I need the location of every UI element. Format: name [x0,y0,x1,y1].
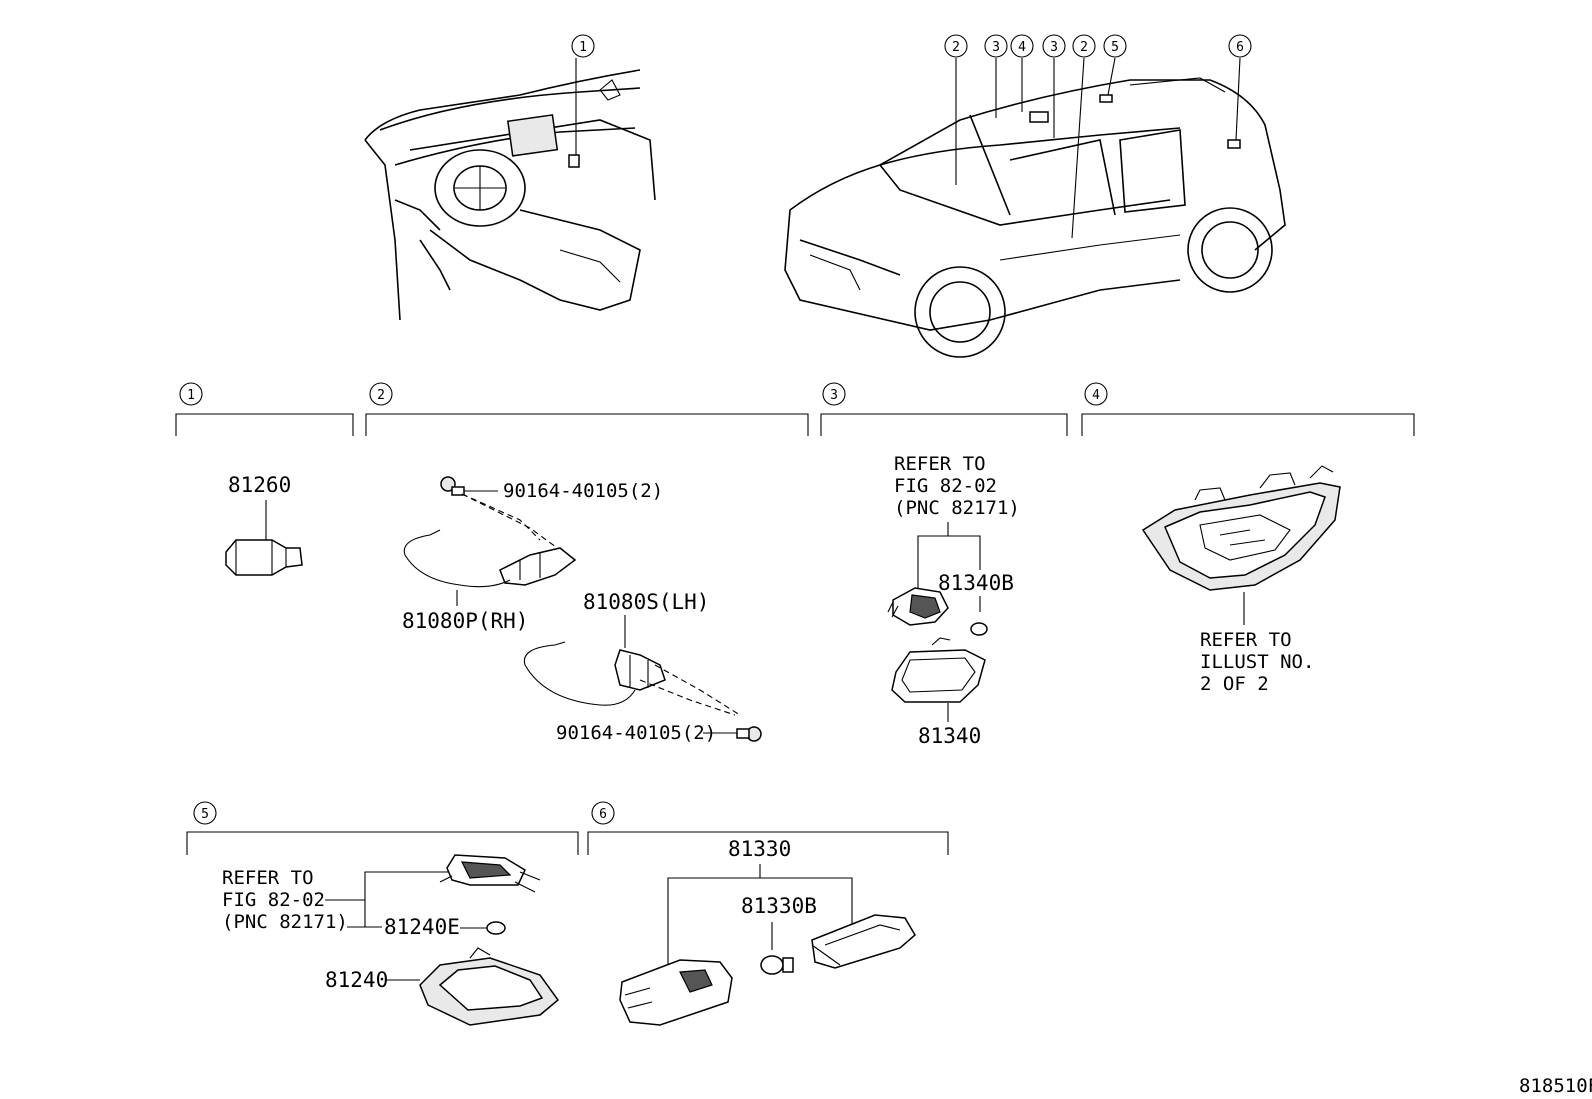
section-3-note-line-1: REFER TO [894,453,986,475]
section-5-note-line-3: (PNC 82171) [222,911,348,933]
section-5-number: 5 [201,807,209,822]
section-4-note-line-2: ILLUST NO. [1200,651,1314,673]
section-4-note-line-3: 2 OF 2 [1200,673,1269,695]
part-label-81330: 81330 [728,837,791,861]
part-label-81330B: 81330B [741,894,817,918]
section-4-parts: REFER TO ILLUST NO. 2 OF 2 [1141,465,1341,695]
part-label-81080P: 81080P(RH) [402,609,528,633]
part-4-location [1029,111,1049,123]
section-4-note-line-1: REFER TO [1200,629,1292,651]
part-label-81240E: 81240E [384,915,460,939]
dashboard-interior-illustration [364,58,656,321]
top-callouts: 1 2 3 4 3 2 5 6 [571,34,1252,58]
callout-1: 1 [579,40,587,55]
section-3-note-line-3: (PNC 82171) [894,497,1020,519]
vehicle-exterior-illustration [784,57,1286,358]
part-label-81340B: 81340B [938,571,1014,595]
part-label-90164-top: 90164-40105(2) [503,480,663,502]
section-brackets: 1 2 3 4 5 6 [175,382,1415,855]
section-5-note-line-1: REFER TO [222,867,314,889]
section-5-note-line-2: FIG 82-02 [222,889,325,911]
part-5-location [1099,94,1113,103]
callout-3b: 3 [1050,40,1058,55]
section-2-number: 2 [377,388,385,403]
section-2-parts: 90164-40105(2) 81080P(RH) 81080S(LH) 901… [402,476,762,744]
section-5-parts: REFER TO FIG 82-02 (PNC 82171) 81240E 81… [222,854,560,1026]
part-label-81080S: 81080S(LH) [583,590,709,614]
section-1-number: 1 [187,388,195,403]
part-6-location [1227,139,1241,149]
section-4-number: 4 [1092,388,1100,403]
part-label-81240: 81240 [325,968,388,992]
part-label-81260: 81260 [228,473,291,497]
section-1-parts: 81260 [225,473,303,576]
part-label-81340: 81340 [918,724,981,748]
callout-2a: 2 [952,40,960,55]
section-6-number: 6 [599,807,607,822]
callout-2b: 2 [1080,40,1088,55]
callout-6: 6 [1236,40,1244,55]
section-3-note-line-2: FIG 82-02 [894,475,997,497]
callout-5: 5 [1111,40,1119,55]
callout-3a: 3 [992,40,1000,55]
figure-code: 818510F [1519,1075,1592,1097]
section-6-parts: 81330 81330B [619,837,916,1026]
section-3-number: 3 [830,388,838,403]
section-3-parts: REFER TO FIG 82-02 (PNC 82171) 81340B 81… [887,453,1020,748]
callout-4: 4 [1018,40,1026,55]
part-label-90164-bottom: 90164-40105(2) [556,722,716,744]
part-1-location [568,154,580,168]
